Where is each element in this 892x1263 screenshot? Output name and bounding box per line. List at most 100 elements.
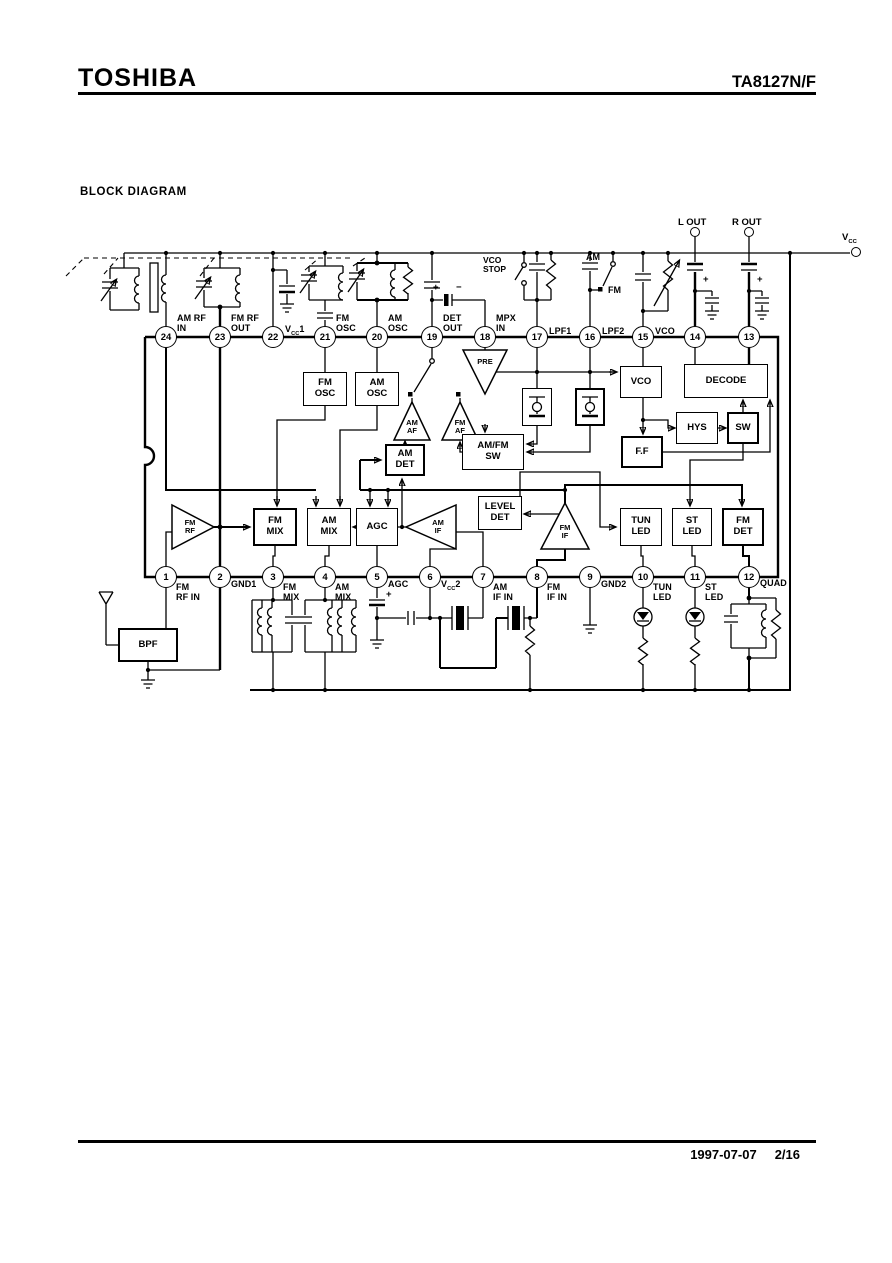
pin-15-label: VCO: [655, 326, 675, 336]
l-out-terminal: [690, 227, 700, 237]
l-out-label: L OUT: [678, 217, 707, 228]
fm-if-amp-triangle: [539, 501, 591, 550]
lout-cap-plus: +: [703, 274, 709, 285]
lpf1-filter-block: [522, 388, 552, 426]
pin-4: 4: [314, 566, 336, 588]
det-switch-contact-fm: [456, 392, 461, 397]
lpf2-symbol: [584, 401, 596, 413]
electrolytic-cap-det: [444, 294, 449, 306]
stereo-led-diode: [689, 612, 701, 620]
pin-1: 1: [155, 566, 177, 588]
bottom-external-wiring: [98, 588, 777, 690]
rout-cap-plus: +: [757, 274, 763, 285]
det-switch-contact-am: [408, 392, 413, 397]
det-cap-minus: −: [456, 282, 462, 293]
thick-cap-plates: [218, 262, 757, 607]
pin-13: 13: [738, 326, 760, 348]
bpf-block: BPF: [118, 628, 178, 662]
pin-6-label: VCC2: [441, 579, 461, 592]
pin-16: 16: [579, 326, 601, 348]
ff-block: F.F: [621, 436, 663, 468]
pin-11: 11: [684, 566, 706, 588]
sw-block: SW: [727, 412, 759, 444]
bottom-external-thick: [439, 588, 750, 690]
ceramic-filter-fm: [512, 606, 520, 630]
vcc-label: VCC: [842, 232, 857, 245]
fm-af-amp-triangle: [440, 400, 480, 441]
pin-17: 17: [526, 326, 548, 348]
ic-boundary: [143, 335, 780, 579]
ferrite-bar-antenna: [149, 262, 159, 313]
varcap-arrow-am-osc: [347, 270, 363, 293]
pin-19: 19: [421, 326, 443, 348]
am-af-amp-triangle: [392, 400, 432, 441]
pin-10: 10: [632, 566, 654, 588]
pin-2-label: GND1: [231, 579, 257, 589]
r-out-label: R OUT: [732, 217, 762, 228]
pin-23: 23: [209, 326, 231, 348]
pin-3: 3: [262, 566, 284, 588]
decode-block: DECODE: [684, 364, 768, 398]
amfm-switch-contact: [598, 287, 603, 292]
det-out-switch-pivot: [429, 358, 435, 364]
footer-page-number: 2/16: [774, 1147, 800, 1162]
lpf1-symbol: [531, 401, 543, 413]
ceramic-filter-am: [456, 606, 464, 630]
r-out-terminal: [744, 227, 754, 237]
agc-cap-plus: +: [386, 589, 392, 600]
pin-16-label: LPF2: [602, 326, 625, 336]
pin-22: 22: [262, 326, 284, 348]
ground-symbols: [141, 303, 769, 689]
pin-2: 2: [209, 566, 231, 588]
pin-12: 12: [738, 566, 760, 588]
lpf2-filter-block: [575, 388, 605, 426]
bottom-rail: [250, 253, 791, 691]
vco-block: VCO: [620, 366, 662, 398]
agc-block: AGC: [356, 508, 398, 546]
fm-rf-amp-triangle: [171, 503, 216, 551]
vcc-terminal: [851, 247, 861, 257]
pin-22-label: VCC1: [285, 324, 305, 337]
lpf-symbol-lines: [529, 396, 598, 414]
pin-6: 6: [419, 566, 441, 588]
varcap-arrow-am-rf: [100, 280, 116, 302]
internal-wiring-thick: [165, 348, 750, 566]
switch-levers: [413, 266, 613, 393]
pin-9-label: GND2: [601, 579, 627, 589]
pin-8: 8: [526, 566, 548, 588]
part-number: TA8127N/F: [731, 73, 816, 91]
pin-12-label: QUAD: [760, 578, 787, 588]
pin-5-label: AGC: [388, 579, 409, 589]
coil-symbols: [133, 269, 767, 638]
pin-17-label: LPF1: [549, 326, 572, 336]
internal-wiring-heavy: [218, 348, 751, 566]
pin-9: 9: [579, 566, 601, 588]
pin-14: 14: [684, 326, 706, 348]
am-switch-label: AM: [586, 252, 600, 262]
